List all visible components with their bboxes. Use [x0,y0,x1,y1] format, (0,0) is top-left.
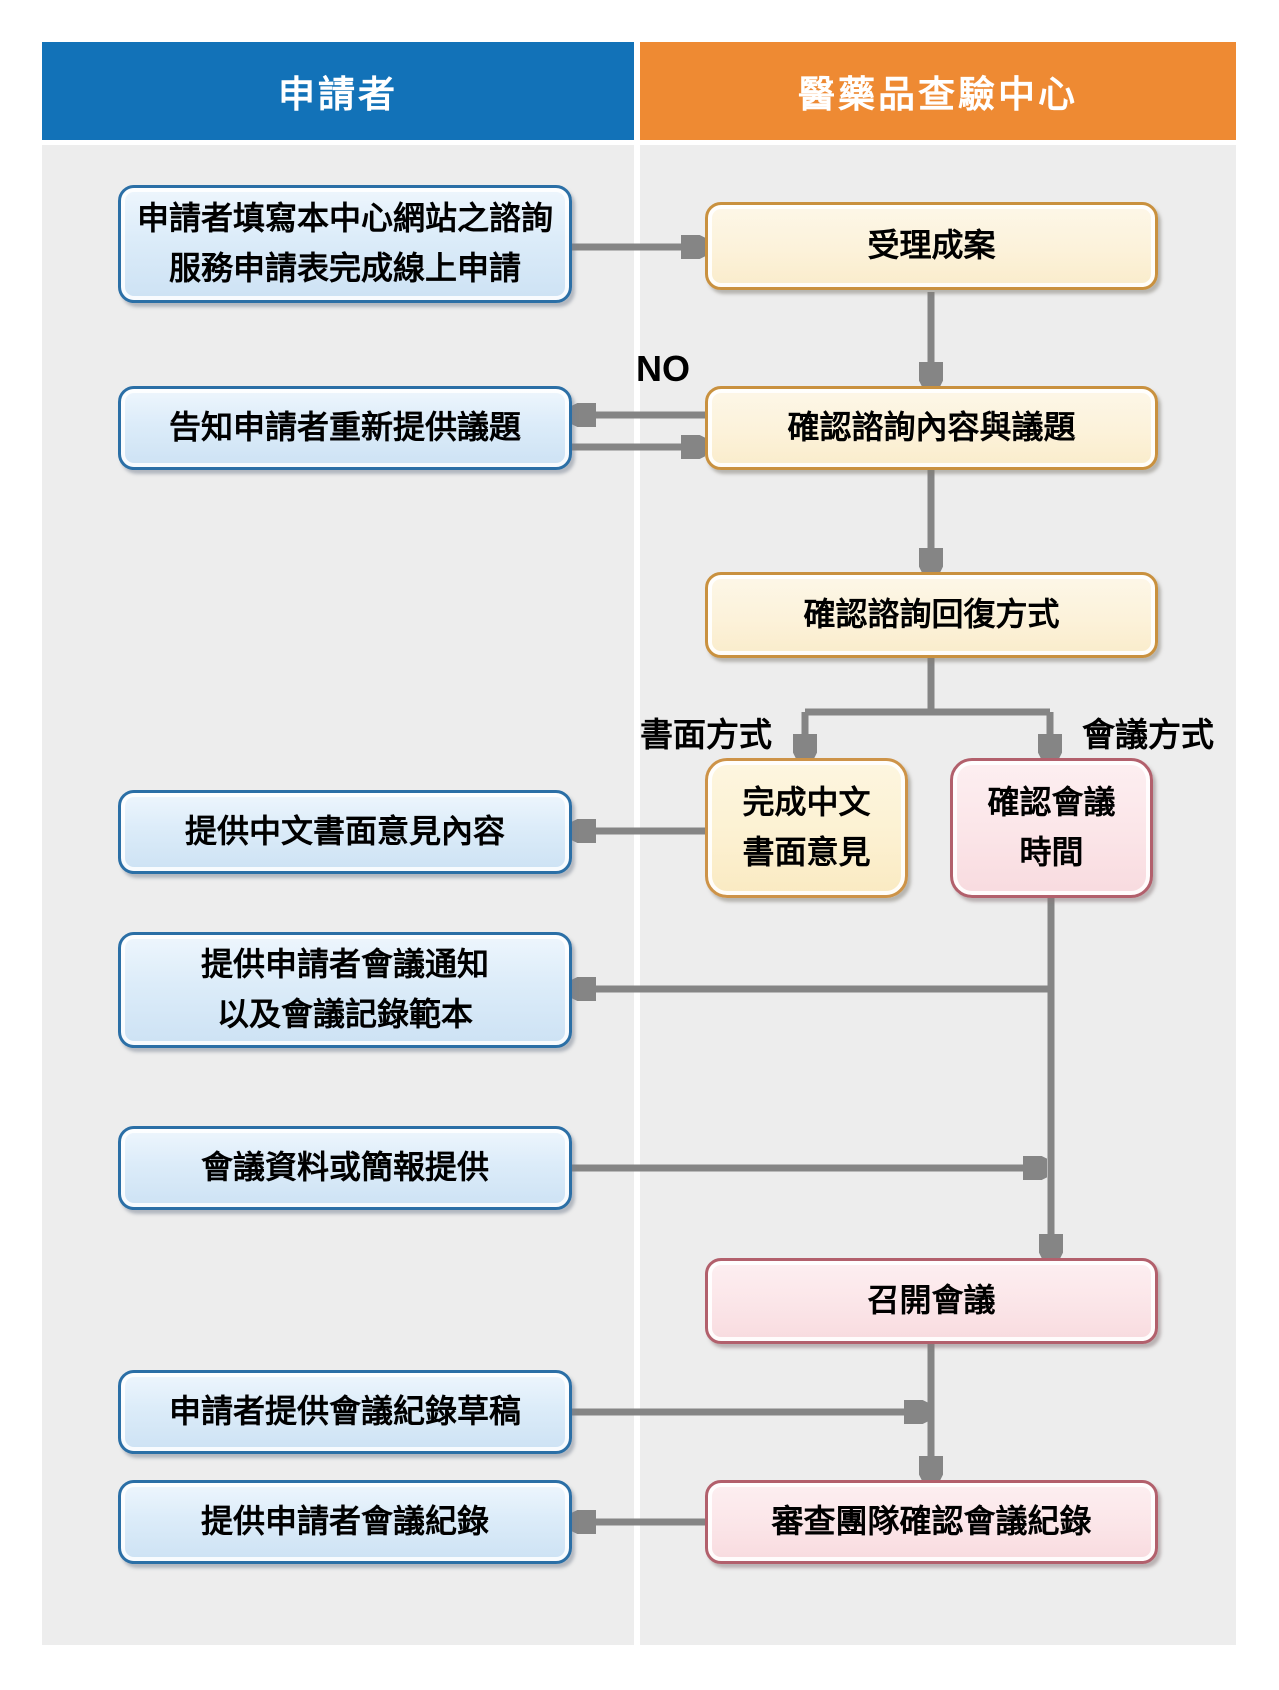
label-meeting-method: 會議方式 [1082,716,1214,753]
node-renotify-topic-label: 告知申請者重新提供議題 [168,409,521,446]
node-complete-written-line2: 書面意見 [742,834,871,870]
node-apply-online-line2: 服務申請表完成線上申請 [168,250,521,286]
node-confirm-reply-method-label: 確認諮詢回復方式 [803,596,1060,633]
node-provide-meeting-notice-line2: 以及會議記錄範本 [216,996,473,1032]
label-written-method: 書面方式 [640,716,772,753]
node-provide-meeting-notice-line1: 提供申請者會議通知 [200,946,489,983]
node-provide-written-opinion-label: 提供中文書面意見內容 [184,813,505,850]
column-header-center: 醫藥品查驗中心 [640,42,1236,140]
node-apply-online-line1: 申請者填寫本中心網站之諮詢 [136,200,553,237]
node-apply-online: 申請者填寫本中心網站之諮詢 服務申請表完成線上申請 [118,185,572,303]
node-provide-minutes-draft-label: 申請者提供會議紀錄草稿 [168,1393,521,1430]
column-header-applicant: 申請者 [42,42,634,140]
node-hold-meeting-label: 召開會議 [867,1282,996,1319]
center-header-label: 醫藥品查驗中心 [798,74,1078,115]
applicant-header-label: 申請者 [278,74,398,115]
node-complete-written-line1: 完成中文 [742,784,871,821]
node-accept-case: 受理成案 [705,202,1158,290]
node-provide-minutes-label: 提供申請者會議紀錄 [200,1503,489,1540]
node-confirm-meeting-time: 確認會議 時間 [950,758,1153,898]
node-team-confirm-minutes-label: 審查團隊確認會議紀錄 [771,1503,1092,1540]
node-team-confirm-minutes: 審查團隊確認會議紀錄 [705,1480,1158,1564]
node-confirm-reply-method: 確認諮詢回復方式 [705,572,1158,658]
node-confirm-content-label: 確認諮詢內容與議題 [787,409,1076,446]
node-confirm-content: 確認諮詢內容與議題 [705,386,1158,470]
node-provide-minutes-draft: 申請者提供會議紀錄草稿 [118,1370,572,1454]
node-renotify-topic: 告知申請者重新提供議題 [118,386,572,470]
node-hold-meeting: 召開會議 [705,1258,1158,1344]
node-confirm-meeting-time-line1: 確認會議 [987,784,1116,821]
node-provide-minutes: 提供申請者會議紀錄 [118,1480,572,1564]
node-confirm-meeting-time-line2: 時間 [1019,834,1084,870]
node-provide-meeting-notice: 提供申請者會議通知 以及會議記錄範本 [118,932,572,1048]
node-accept-case-label: 受理成案 [867,227,996,264]
label-no: NO [636,348,690,389]
node-provide-meeting-materials: 會議資料或簡報提供 [118,1126,572,1210]
node-complete-written-opinion: 完成中文 書面意見 [705,758,908,898]
node-provide-written-opinion: 提供中文書面意見內容 [118,790,572,874]
node-provide-meeting-materials-label: 會議資料或簡報提供 [200,1149,489,1186]
